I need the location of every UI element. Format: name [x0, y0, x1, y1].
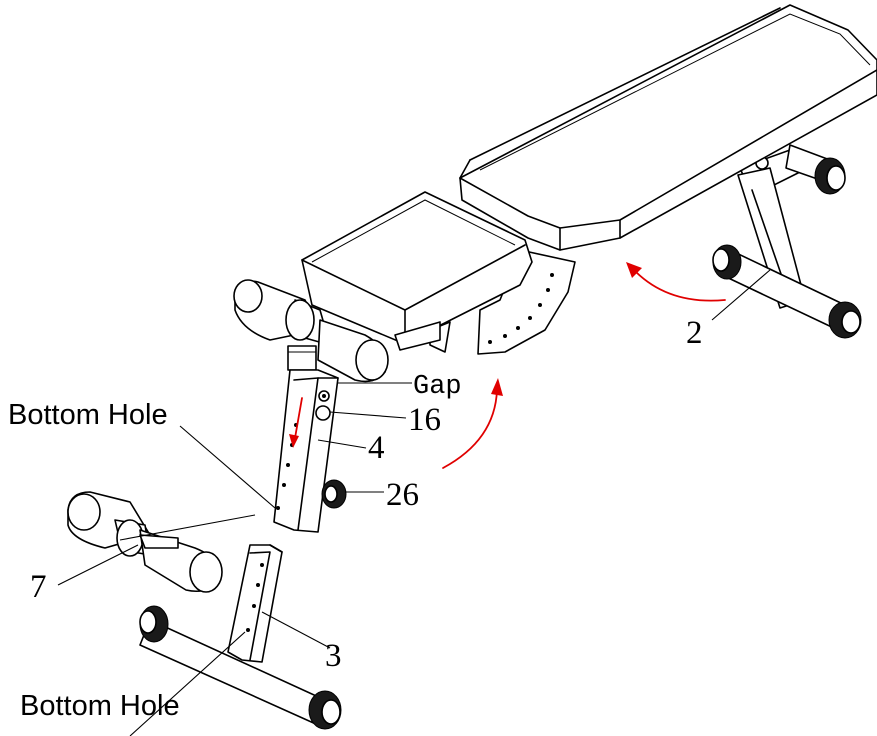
slide-arrow-down: [289, 397, 303, 448]
front-base-part-3: [139, 544, 342, 730]
label-part-4: 4: [368, 430, 385, 466]
knob-part-26: [321, 479, 347, 509]
label-part-2: 2: [686, 315, 703, 351]
leg-roller-part-7: [67, 491, 223, 593]
front-tube-part-4: [273, 369, 339, 533]
label-part-16: 16: [408, 402, 441, 438]
seat-pad: [301, 191, 533, 351]
rotate-arrow-back: [626, 262, 726, 302]
label-part-7: 7: [30, 569, 47, 605]
label-gap: Gap: [413, 372, 462, 402]
back-pad: [459, 4, 877, 251]
rear-frame-part-2: [712, 144, 862, 339]
label-part-3: 3: [325, 638, 342, 674]
front-roller-assembly: [233, 279, 389, 383]
leader-lines: [57, 269, 771, 736]
rotate-arrow-front: [442, 378, 503, 469]
label-part-26: 26: [386, 477, 419, 513]
label-bottom-hole-lower: Bottom Hole: [20, 690, 180, 722]
label-bottom-hole-upper: Bottom Hole: [8, 399, 168, 431]
